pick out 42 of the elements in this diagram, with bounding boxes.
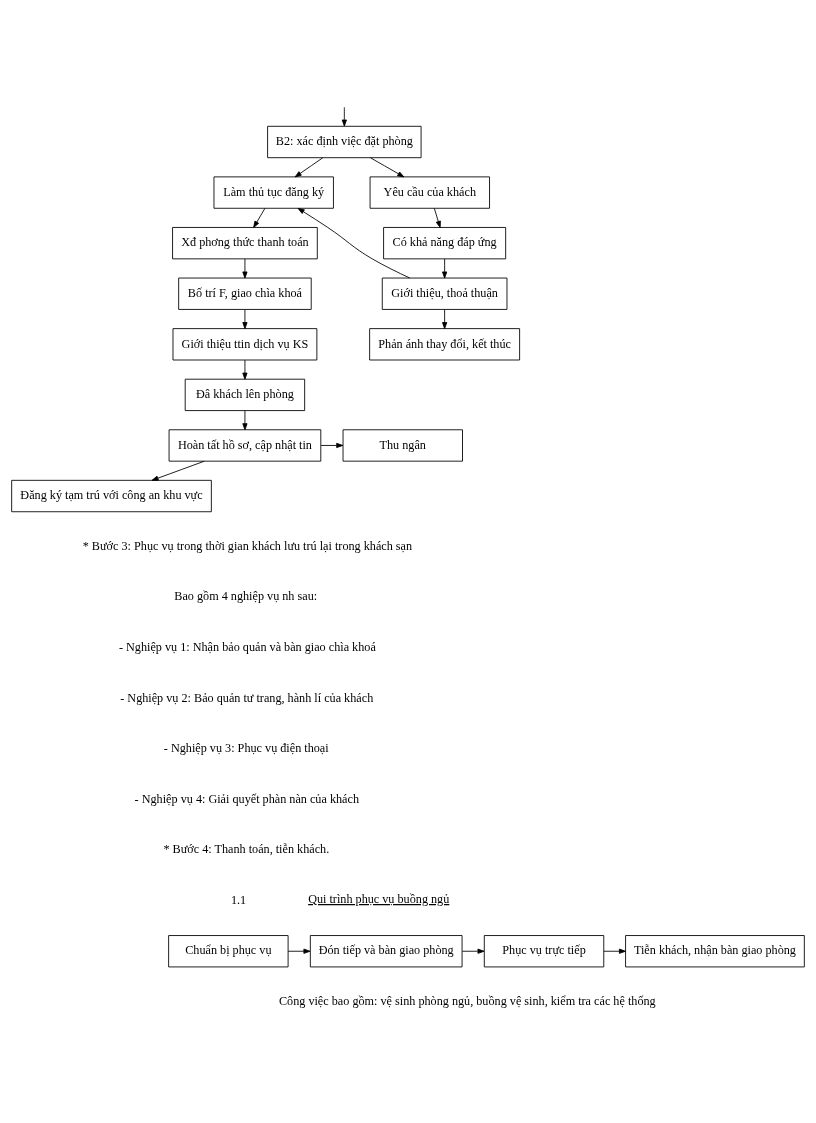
node-box: Chuẩn bị phục vụ: [168, 934, 289, 967]
node-box: Giới thiệu ttin dịch vụ KS: [172, 327, 318, 360]
node-box: Phục vụ trực tiếp: [483, 934, 605, 967]
arrow: [294, 156, 324, 177]
label: 1.1: [230, 892, 247, 907]
node-box: Đón tiếp và bàn giao phòng: [309, 934, 463, 967]
label: Qui trình phục vụ buồng ngủ: [308, 891, 450, 906]
label: - Nghiệp vụ 4: Giải quyết phàn nàn của khách: [134, 791, 360, 806]
arrow: [603, 948, 626, 954]
node-box: Thu ngân: [342, 428, 463, 462]
node-box: Giới thiệu, thoả thuận: [381, 277, 508, 310]
node-box: Bố trí F, giao chìa khoá: [178, 277, 312, 310]
arrow: [433, 207, 441, 228]
node-box: Xđ phơng thức thanh toán: [172, 226, 318, 259]
node-box: Tiễn khách, nhận bàn giao phòng: [625, 934, 805, 967]
node-box: Có khả năng đáp ứng: [383, 226, 507, 259]
node-box: Đăng ký tạm trú với công an khu vực: [11, 479, 212, 512]
arrow: [242, 258, 248, 278]
arrow: [442, 258, 448, 278]
arrow: [242, 308, 248, 329]
arrow: [242, 409, 248, 430]
label: Công việc bao gồm: vệ sinh phòng ngủ, buồng vệ sinh, kiểm tra các hệ thống: [278, 993, 656, 1008]
label: - Nghiệp vụ 2: Bảo quản tư trang, hành lí của khách: [120, 690, 374, 705]
arrow: [242, 359, 248, 380]
node-box: Yêu cầu của khách: [369, 175, 490, 209]
arrow: [253, 207, 266, 228]
node-box: Phản ánh thay đổi, kết thúc: [369, 327, 521, 360]
label: - Nghiệp vụ 3: Phục vụ điện thoại: [163, 740, 329, 755]
label: Bao gồm 4 nghiệp vụ nh sau:: [174, 588, 318, 603]
arrow: [461, 948, 485, 954]
arrow: [287, 948, 311, 954]
arrow: [442, 308, 448, 329]
label: * Bước 3: Phục vụ trong thời gian khách lưu trú lại trong khách sạn: [82, 538, 413, 553]
label: * Bước 4: Thanh toán, tiễn khách.: [163, 841, 330, 856]
node-box: Làm thủ tục đăng ký: [213, 175, 334, 209]
arrow: [341, 106, 347, 126]
arrow: [151, 460, 205, 481]
node-box: Hoàn tất hồ sơ, cập nhật tin: [168, 428, 322, 462]
label: - Nghiệp vụ 1: Nhận bảo quản và bàn giao chìa khoá: [118, 639, 376, 654]
node-box: B2: xác định việc đặt phòng: [267, 125, 422, 158]
node-box: Đâ khách lên phòng: [184, 378, 306, 411]
arrow: [320, 442, 344, 448]
